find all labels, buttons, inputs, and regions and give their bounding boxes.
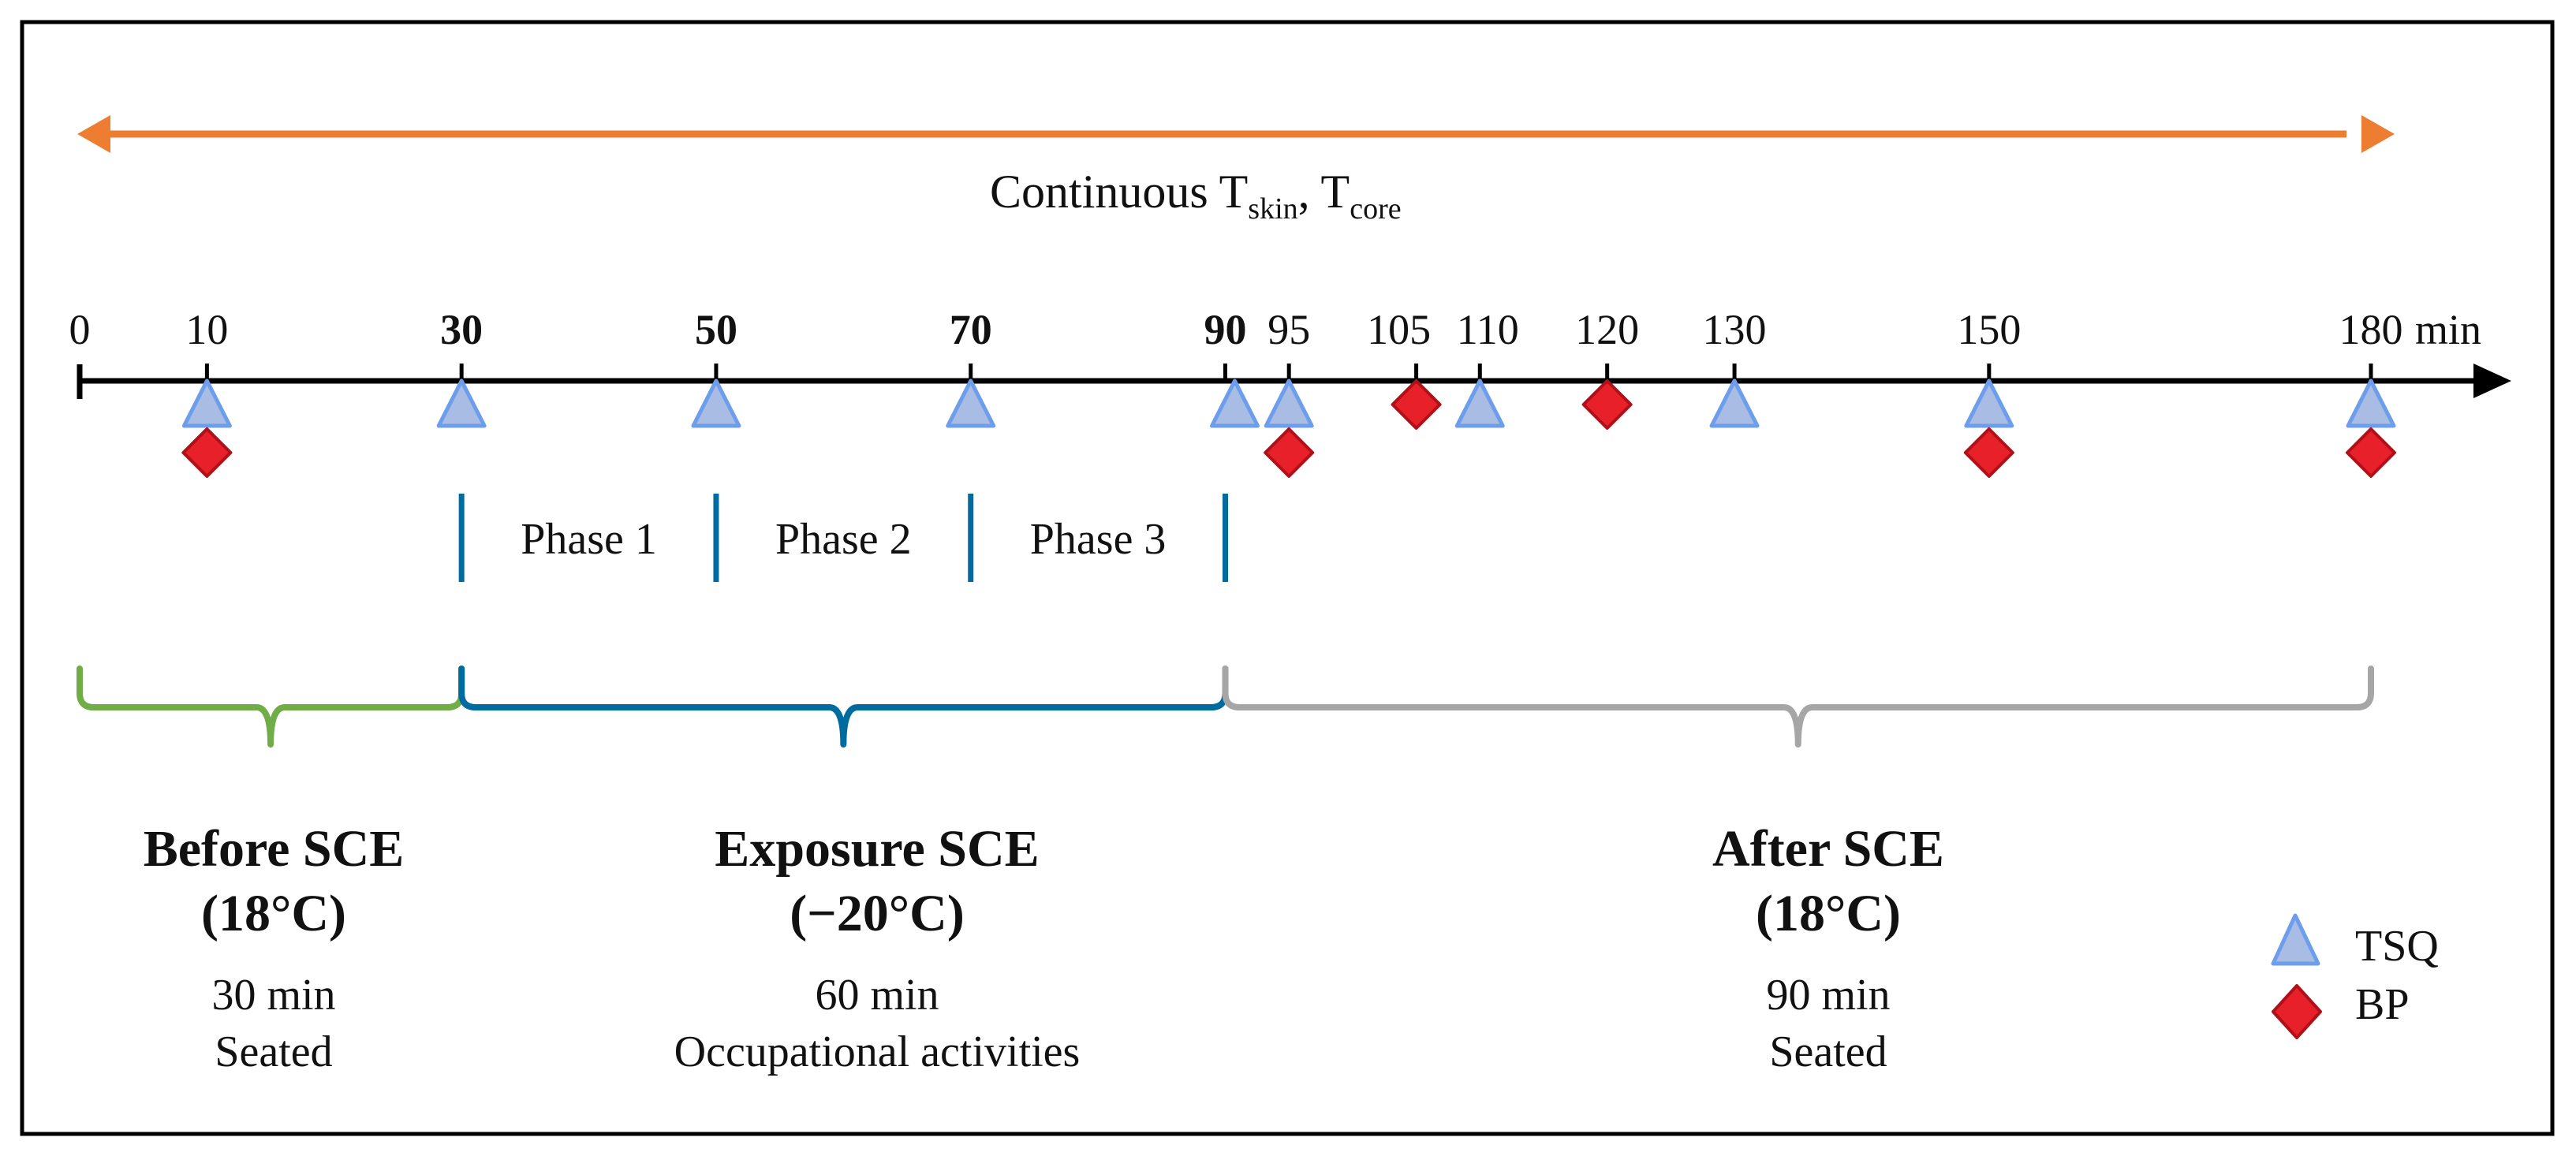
- period-exposure-temp: (−20°C): [790, 885, 965, 942]
- period-before-temp: (18°C): [201, 885, 346, 942]
- time-axis-arrowhead: [2473, 364, 2511, 398]
- tick-label-10: 10: [185, 306, 228, 353]
- legend-tsq-icon: [2271, 913, 2320, 966]
- continuous-arrow: [77, 115, 2395, 153]
- period-after-temp: (18°C): [1756, 885, 1901, 942]
- bp-marker-95: [1264, 427, 1315, 478]
- tsq-marker-130: [1709, 378, 1760, 428]
- tick-label-0: 0: [69, 306, 91, 353]
- tsq-marker-90: [1210, 378, 1260, 428]
- legend-bp-label: BP: [2355, 980, 2410, 1029]
- tick-label-95: 95: [1267, 306, 1310, 353]
- period-after-title: After SCE: [1712, 820, 1944, 878]
- bp-marker-105: [1391, 379, 1442, 430]
- tick-label-105: 105: [1367, 306, 1431, 353]
- period-before-duration: 30 min: [211, 971, 335, 1020]
- bp-marker-10: [181, 427, 233, 478]
- period-brace-before: [77, 666, 465, 748]
- period-after-duration: 90 min: [1766, 971, 1890, 1020]
- continuous-label: Continuous Tskin, Tcore: [990, 166, 1402, 226]
- tick-label-50: 50: [695, 306, 737, 353]
- tick-label-150: 150: [1957, 306, 2021, 353]
- continuous-arrow-right-head: [2361, 115, 2395, 153]
- tsq-marker-180: [2346, 378, 2396, 428]
- bp-marker-180: [2346, 427, 2396, 478]
- period-before-activity: Seated: [215, 1027, 332, 1076]
- continuous-label-main: Continuous T: [990, 166, 1248, 218]
- continuous-arrow-left-head: [77, 115, 110, 153]
- legend: TSQ BP: [2271, 913, 2439, 1039]
- tsq-marker-95: [1264, 378, 1314, 428]
- period-exposure-activity: Occupational activities: [674, 1027, 1081, 1076]
- marker-layer: [181, 378, 2396, 478]
- continuous-label-core: core: [1350, 192, 1401, 226]
- tsq-marker-110: [1454, 378, 1505, 428]
- legend-tsq-label: TSQ: [2355, 922, 2439, 971]
- tsq-marker-150: [1964, 378, 2014, 428]
- period-exposure-duration: 60 min: [815, 971, 939, 1020]
- phase-label-2: Phase 2: [775, 515, 912, 564]
- bp-marker-150: [1963, 427, 2014, 478]
- phase-label-3: Phase 3: [1030, 515, 1167, 564]
- bp-marker-120: [1581, 379, 1633, 430]
- tsq-marker-50: [691, 378, 741, 428]
- legend-bp-icon: [2272, 984, 2322, 1039]
- tick-label-90: 90: [1204, 306, 1247, 353]
- outer-frame: [20, 20, 2555, 1136]
- continuous-label-sep: , T: [1298, 166, 1350, 218]
- tick-label-110: 110: [1457, 306, 1519, 353]
- tsq-marker-30: [436, 378, 487, 428]
- tick-label-120: 120: [1575, 306, 1639, 353]
- tick-layer: 0 10 30 50 70 90 95 105 110 120 130 150 180: [69, 306, 2403, 381]
- tick-label-30: 30: [440, 306, 483, 353]
- tick-label-130: 130: [1703, 306, 1767, 353]
- axis-unit-label: min: [2415, 306, 2481, 353]
- tick-label-180: 180: [2339, 306, 2403, 353]
- period-exposure-title: Exposure SCE: [715, 820, 1039, 878]
- continuous-label-skin: skin: [1248, 192, 1297, 226]
- tsq-marker-70: [946, 378, 996, 428]
- period-brace-exposure: [458, 666, 1229, 748]
- time-axis: [77, 364, 2511, 399]
- phase-label-1: Phase 1: [521, 515, 657, 564]
- phase-layer: Phase 1 Phase 2 Phase 3: [458, 494, 1228, 582]
- tick-label-70: 70: [950, 306, 992, 353]
- period-before-title: Before SCE: [144, 820, 405, 878]
- tsq-marker-10: [181, 378, 232, 428]
- period-after-activity: Seated: [1769, 1027, 1887, 1076]
- period-brace-after: [1222, 666, 2374, 748]
